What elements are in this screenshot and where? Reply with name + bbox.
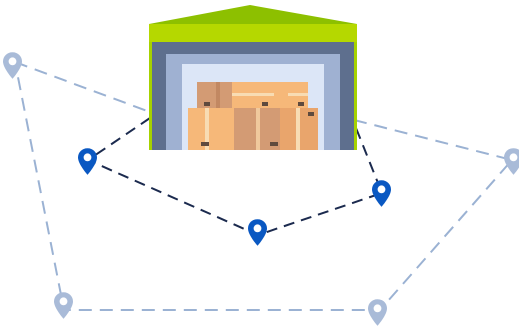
box-label [201, 142, 209, 146]
box-label [298, 102, 304, 106]
box-label [262, 102, 268, 106]
box-label [308, 112, 314, 116]
outer-route-path [15, 62, 150, 112]
map-pin-icon [504, 148, 519, 175]
box-tape [232, 93, 274, 96]
box-tape [288, 93, 308, 96]
box-label [270, 142, 278, 146]
map-pin-icon [54, 292, 73, 319]
inner-route-pins [78, 148, 391, 246]
map-pin-icon [78, 148, 97, 175]
cardboard-box-icon [188, 108, 234, 150]
map-pin-icon [368, 299, 387, 326]
warehouse-roof [149, 5, 357, 24]
box-tape [296, 108, 300, 150]
map-pin-icon [372, 180, 391, 207]
map-pin-icon [248, 219, 267, 246]
warehouse-roof-band [149, 24, 357, 42]
box-tape [216, 82, 220, 108]
cardboard-box-icon [197, 82, 232, 108]
map-pin-icon [3, 52, 22, 79]
box-label [204, 102, 210, 106]
cardboard-box-stack [188, 82, 318, 150]
box-tape [256, 108, 260, 150]
